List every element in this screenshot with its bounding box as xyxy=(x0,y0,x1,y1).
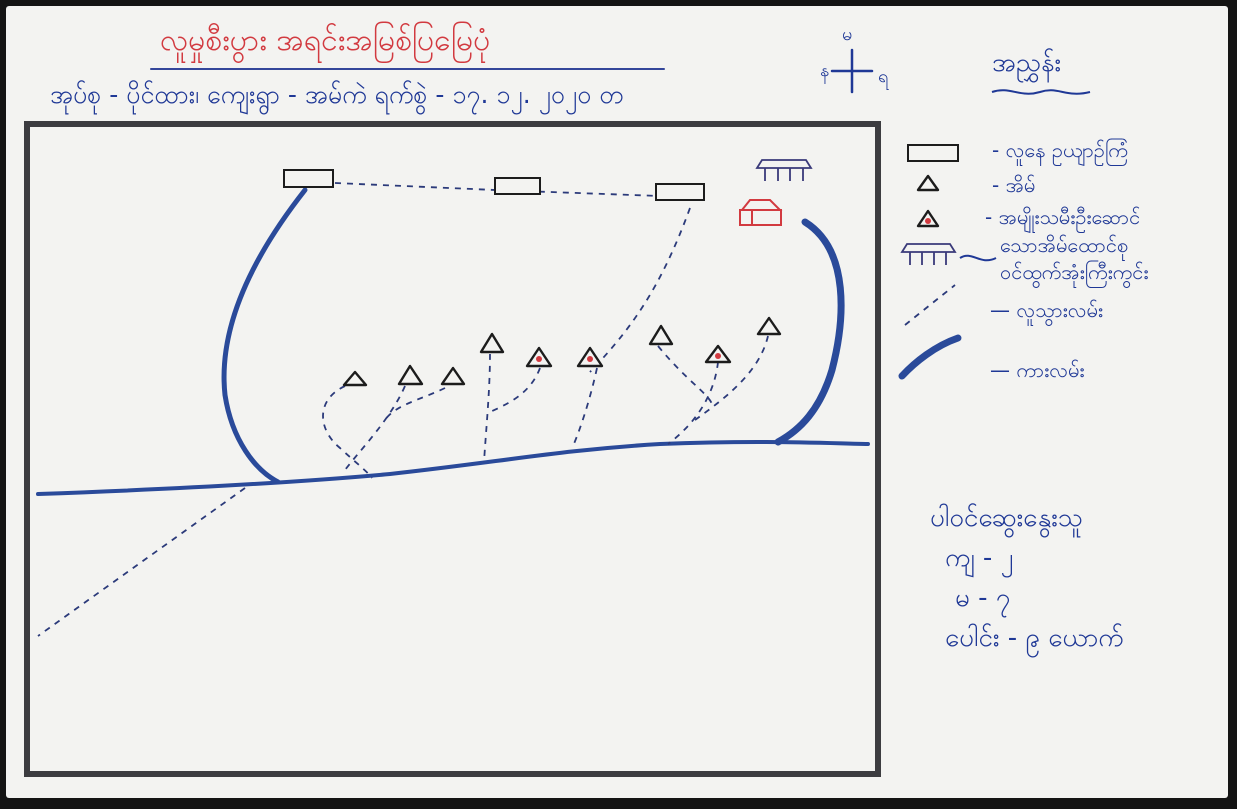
legend-label-shed: ဝင်ထွက်အုံးကြီးကွင်း xyxy=(1000,260,1149,284)
title-underline xyxy=(150,68,665,70)
orchard-1 xyxy=(283,169,334,188)
participants-male: ကျ - ၂ xyxy=(945,543,1014,573)
compass-west-label: န xyxy=(820,60,830,81)
house-triangle xyxy=(756,316,782,336)
footpath-house-6 xyxy=(572,367,598,447)
legend-footpath-icon xyxy=(904,284,956,326)
legend-shed-connector xyxy=(959,254,997,262)
footpath-house-3 xyxy=(384,387,446,421)
paper-sheet xyxy=(6,6,1228,798)
house-triangle xyxy=(648,324,674,346)
legend-road-icon xyxy=(898,334,962,380)
house-triangle xyxy=(479,332,505,354)
legend-label-female-house: - အမျိုးသမီးဦးဆောင် xyxy=(985,205,1141,229)
red-dot xyxy=(587,356,593,362)
right-road xyxy=(774,218,845,446)
compass-north-label: မ xyxy=(842,24,853,45)
house-triangle xyxy=(440,366,466,386)
footpath-house-9 xyxy=(694,335,769,421)
legend-orchard-icon xyxy=(907,144,959,162)
footpath-house-7 xyxy=(657,345,714,409)
map-frame xyxy=(24,121,881,777)
left-road xyxy=(221,187,308,485)
orchards xyxy=(283,169,705,201)
orchard-3 xyxy=(655,183,705,201)
orchard-2 xyxy=(494,177,541,195)
footpath-house-4 xyxy=(483,353,491,463)
red-dot xyxy=(715,353,721,359)
shed-icon xyxy=(755,159,813,181)
legend-label-female-house-cont: သောအိမ်ထောင်စု xyxy=(1000,233,1129,257)
footpath-house-5 xyxy=(489,367,541,413)
participants-title: ပါဝင်ဆွေးနွေးသူ xyxy=(930,503,1083,533)
footpaths xyxy=(37,182,769,637)
legend-house-icon xyxy=(916,174,940,192)
house-icon xyxy=(739,199,783,226)
footpath-house-1 xyxy=(322,385,373,479)
participants-female: မ - ၇ xyxy=(955,583,1011,613)
compass-east-label: ရ xyxy=(878,66,889,87)
house-triangle xyxy=(342,370,368,387)
legend-red-dot-icon xyxy=(925,218,931,224)
red-dot xyxy=(536,356,542,362)
footpath-house-2 xyxy=(344,385,406,471)
legend-shed-icon xyxy=(900,243,957,265)
legend-label-orchard: - လူနေ ဥယျာဉ်ကြံ xyxy=(992,138,1128,162)
main-road xyxy=(36,439,870,496)
legend-title: အညွှန်း xyxy=(992,48,1062,78)
legend-label-footpath: — လူသွားလမ်း xyxy=(990,298,1103,322)
legend-label-road: — ကားလမ်း xyxy=(990,358,1085,382)
legend-title-underline xyxy=(991,89,1091,95)
legend-label-house: - အိမ် xyxy=(992,173,1036,197)
female-headed-markers xyxy=(536,353,721,362)
footpath-diagonal xyxy=(589,207,691,373)
houses xyxy=(342,316,782,387)
footpath-bottom-left xyxy=(37,487,246,637)
house-triangle xyxy=(397,364,424,386)
footpath-house-8 xyxy=(667,361,719,445)
map-subtitle: အုပ်စု - ပိုင်ထား၊ ကျေးရွာ - အမ်ကဲ ရက်စွ… xyxy=(50,80,624,109)
participants-total: ပေါင်း - ၉ ယောက် xyxy=(945,623,1124,653)
legend-female-house-icon xyxy=(916,209,940,228)
compass-icon xyxy=(830,48,874,94)
map-title: လူမှုစီးပွား အရင်းအမြစ်ပြမြေပုံ xyxy=(160,23,491,58)
